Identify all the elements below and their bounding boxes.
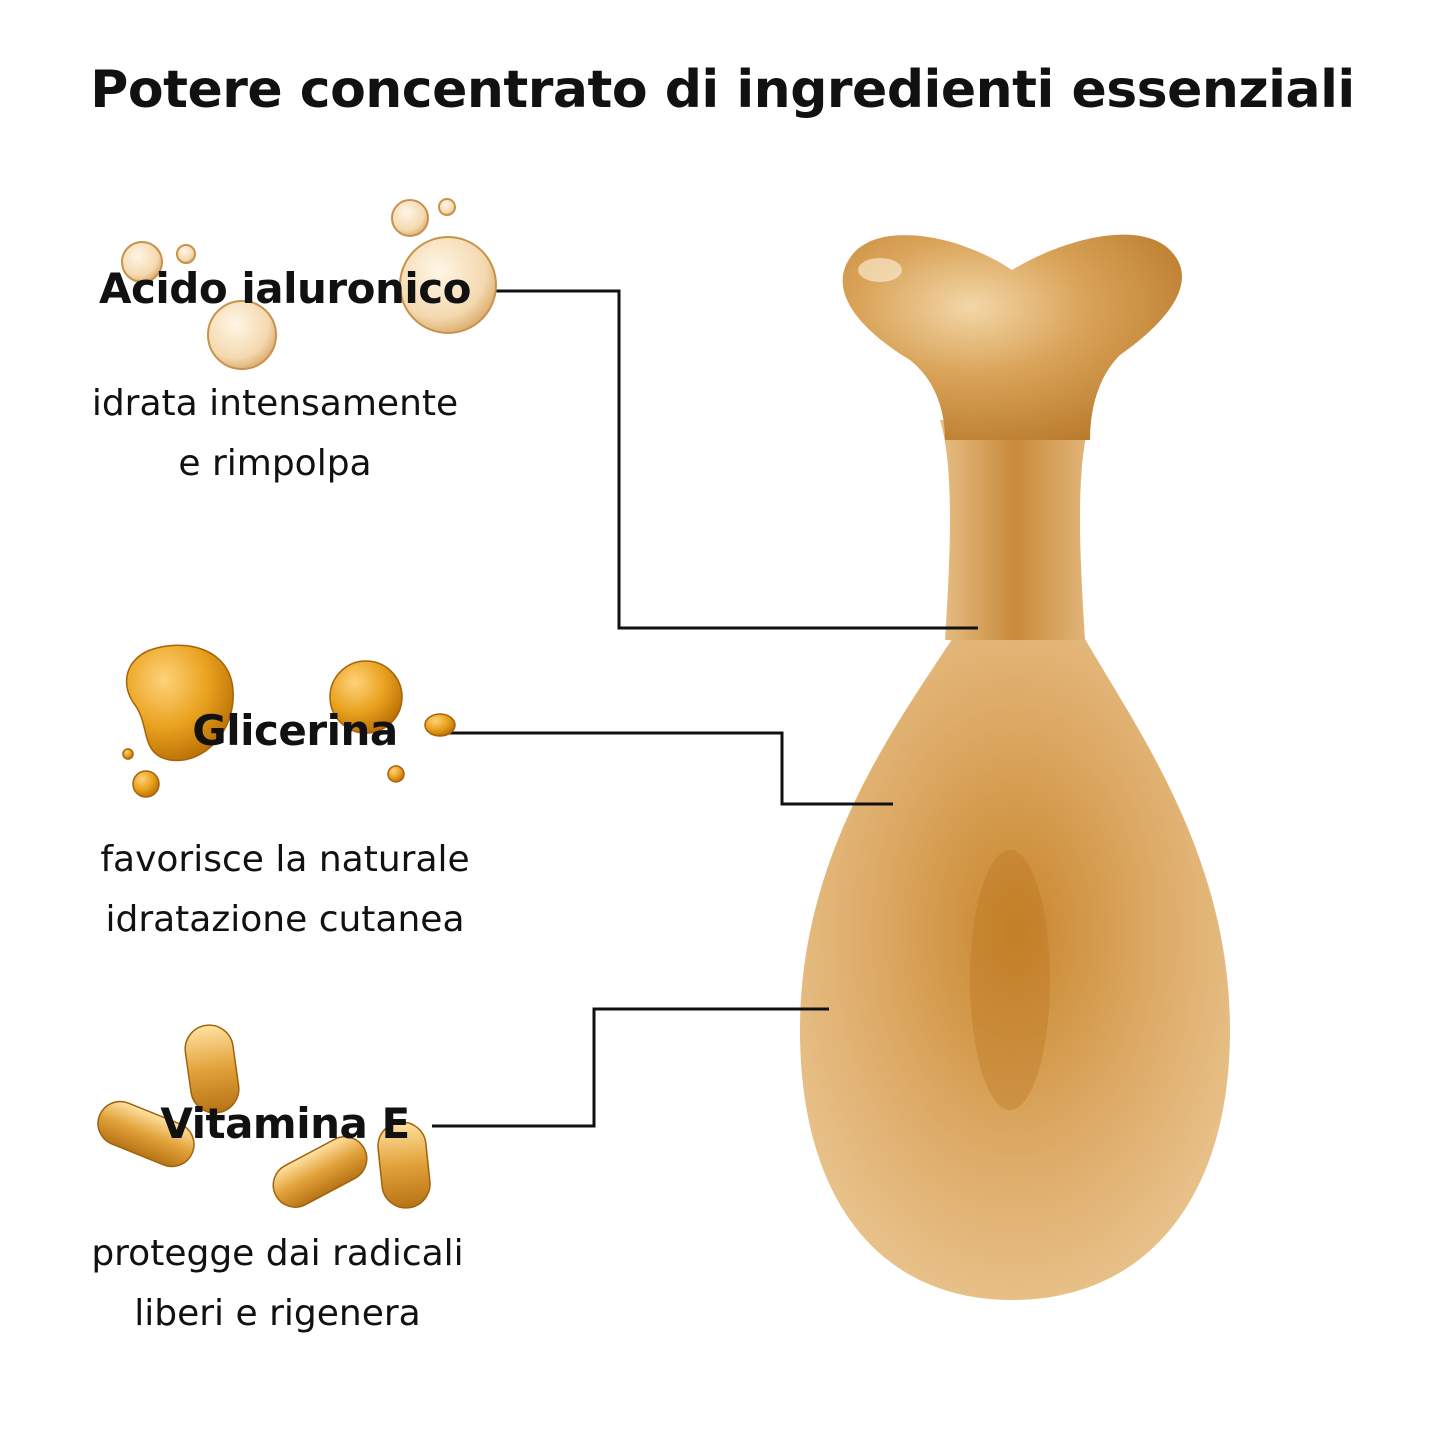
ingredient-description-vitamina-e: protegge dai radicali liberi e rigenera <box>40 1224 515 1344</box>
description-line: idratazione cutanea <box>105 899 465 940</box>
ingredient-description-acido-ialuronico: idrata intensamente e rimpolpa <box>40 374 510 494</box>
connector-lines <box>430 289 978 1128</box>
description-line: liberi e rigenera <box>134 1293 421 1334</box>
connector-glicerina <box>430 731 893 806</box>
connector-acido-ialuronico <box>490 289 978 630</box>
ingredient-description-glicerina: favorisce la naturale idratazione cutane… <box>50 830 520 950</box>
hyaluronic-bubbles-icon <box>121 198 497 370</box>
description-line: idrata intensamente <box>91 383 459 424</box>
vitamin-e-softgels-icon <box>97 1024 431 1209</box>
connector-vitamina-e <box>432 1007 829 1128</box>
ingredient-name-vitamina-e: Vitamina E <box>160 1099 410 1148</box>
description-line: favorisce la naturale <box>100 839 470 880</box>
ampoule-body <box>800 630 1230 1300</box>
description-line: e rimpolpa <box>178 443 372 484</box>
ingredient-name-glicerina: Glicerina <box>192 706 398 755</box>
glycerin-droplets-icon <box>122 644 456 798</box>
ampoule-cap <box>842 234 1182 440</box>
ampoule-neck <box>940 420 1090 640</box>
ampoule-capsule-illustration <box>800 234 1230 1300</box>
description-line: protegge dai radicali <box>91 1233 464 1274</box>
ingredient-name-acido-ialuronico: Acido ialuronico <box>99 264 472 313</box>
page-title: Potere concentrato di ingredienti essenz… <box>90 60 1355 120</box>
